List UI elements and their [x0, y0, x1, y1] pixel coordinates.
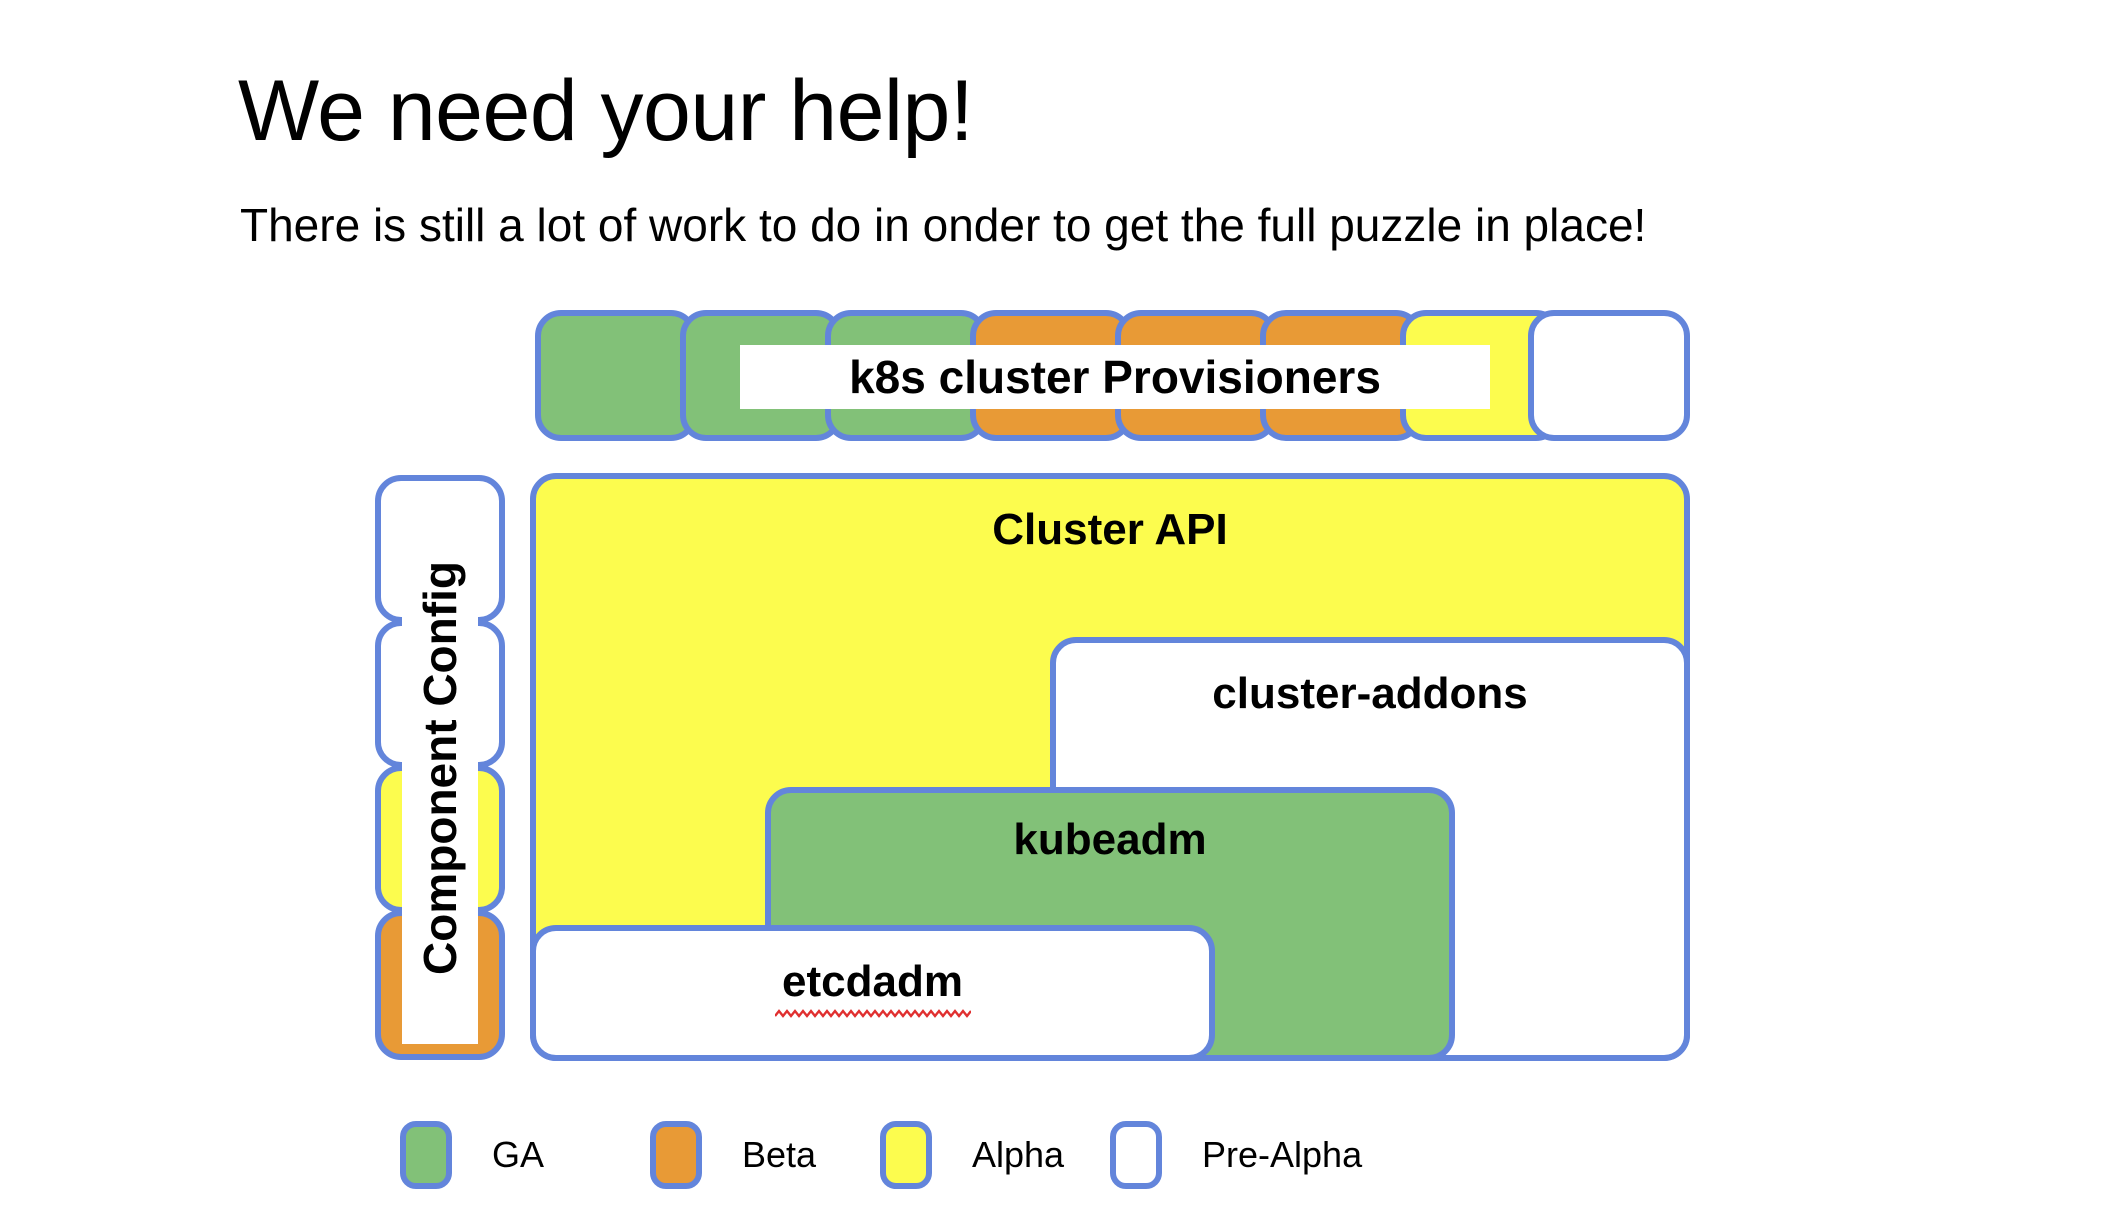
- provisioner-box-7[interactable]: [1528, 310, 1690, 441]
- legend-swatch-ga: [400, 1121, 452, 1189]
- legend-label-alpha: Alpha: [972, 1134, 1065, 1175]
- node-etcdadm-label: etcdadm: [782, 957, 963, 1006]
- page-title: We need your help!: [238, 62, 974, 159]
- legend-swatch-prealpha: [1110, 1121, 1162, 1189]
- legend-item-alpha: Alpha: [880, 1120, 1064, 1190]
- legend-swatch-beta: [650, 1121, 702, 1189]
- legend-label-prealpha: Pre-Alpha: [1202, 1134, 1363, 1175]
- legend-label-ga: GA: [492, 1134, 545, 1175]
- legend-swatch-alpha: [880, 1121, 932, 1189]
- node-etcdadm[interactable]: etcdadm: [530, 925, 1215, 1061]
- component-config-label-band: Component Config: [402, 492, 478, 1044]
- legend-item-ga: GA: [400, 1120, 544, 1190]
- provisioners-label: k8s cluster Provisioners: [740, 345, 1490, 409]
- provisioner-box-0[interactable]: [535, 310, 697, 441]
- component-config-label: Component Config: [414, 561, 467, 975]
- legend-label-beta: Beta: [742, 1134, 817, 1175]
- node-cluster-addons-label: cluster-addons: [1212, 669, 1528, 718]
- node-cluster-api-label: Cluster API: [992, 505, 1228, 554]
- node-kubeadm-label: kubeadm: [1013, 815, 1207, 864]
- spellcheck-underline-icon: [774, 1009, 971, 1018]
- maturity-legend: GA Beta Alpha Pre-Alpha: [400, 1120, 1720, 1200]
- legend-item-pre-alpha: Pre-Alpha: [1110, 1120, 1362, 1190]
- page-subtitle: There is still a lot of work to do in on…: [240, 199, 1647, 251]
- legend-item-beta: Beta: [650, 1120, 816, 1190]
